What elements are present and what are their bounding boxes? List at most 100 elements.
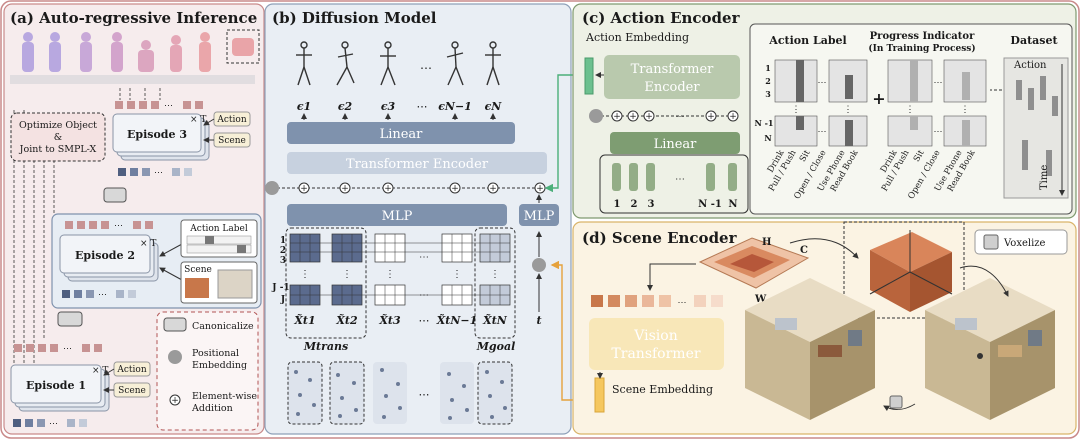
svg-text:⋯: ⋯ (818, 78, 827, 88)
panel-c-title: (c) Action Encoder (582, 9, 741, 27)
episode-2: ⋯ Episode 2 × T ⋯ (59, 221, 183, 300)
dataset-action-label: Action (1013, 60, 1047, 71)
mlp-t-block (519, 204, 559, 226)
action-tokens (612, 163, 737, 191)
token-label-n-1: N -1 (698, 199, 722, 210)
action-label-grid (186, 235, 252, 254)
room-render-right (925, 278, 1055, 420)
svg-text:⋯: ⋯ (818, 127, 827, 137)
svg-text:+: + (629, 112, 637, 122)
noise-point-clouds: ⋯ (287, 361, 513, 425)
action-label-matrix (774, 59, 868, 147)
transformer-encoder-c-line1: Transformer (631, 62, 715, 77)
svg-text:⋮: ⋮ (906, 105, 915, 115)
panel-c: (c) Action Encoder Action Embedding Tran… (572, 3, 1077, 219)
row-label-3: 3 (280, 256, 286, 266)
svg-text:⋮: ⋮ (961, 105, 970, 115)
svg-text:⋯: ⋯ (63, 344, 72, 354)
action-embedding-label: Action Embedding (585, 31, 689, 44)
m-trans-label: Mtrans (303, 340, 348, 353)
svg-text:⋯: ⋯ (419, 290, 429, 301)
x-label-3: X̃t3 (378, 314, 401, 327)
ground-strip (10, 75, 255, 84)
panel-d: (d) Scene Encoder H C W ⋯ Vision Transfo… (572, 221, 1077, 435)
episode-1-times-t: × T (92, 366, 108, 376)
svg-text:+: + (341, 184, 349, 194)
eps-2: ϵ2 (338, 100, 353, 113)
axis-c: C (800, 245, 808, 256)
transformer-encoder-label: Transformer Encoder (346, 157, 489, 172)
action-embedding-token (584, 57, 594, 95)
svg-text:⋯: ⋯ (676, 112, 685, 122)
progress-indicator-matrix (887, 59, 987, 147)
m-goal-label: Mgoal (476, 340, 516, 353)
svg-text:+: + (729, 112, 737, 122)
legend-positional-2: Embedding (192, 360, 247, 371)
svg-text:+: + (451, 184, 459, 194)
vision-transformer-line1: Vision (633, 328, 677, 344)
x-label-ellipsis: ⋯ (419, 314, 430, 327)
episode-2-label: Episode 2 (75, 249, 135, 262)
svg-text:⋯: ⋯ (678, 298, 687, 308)
row-label-2: 2 (280, 246, 286, 256)
svg-text:⋯: ⋯ (114, 221, 123, 231)
vision-transformer-block (589, 318, 724, 370)
episode-3-action-tag: Action (216, 115, 246, 125)
eps-n-1: ϵN−1 (438, 100, 472, 113)
transformer-encoder-block (287, 152, 547, 174)
matrix-row-1: 1 (765, 63, 771, 73)
svg-text:⋮: ⋮ (792, 105, 801, 115)
mlp-label: MLP (382, 209, 413, 224)
svg-text:⋮: ⋮ (452, 269, 462, 280)
matrix-row-n: N (764, 133, 771, 143)
object-zoom-box (226, 29, 260, 64)
linear-block-c (610, 132, 740, 154)
scene-embedding-token (594, 377, 605, 413)
svg-text:⋮: ⋮ (490, 269, 500, 280)
positional-embedding-icon (168, 350, 182, 364)
transformer-encoder-c (604, 55, 740, 99)
progress-header-line2: (In Training Process) (868, 43, 975, 54)
dataset-label: Dataset (1010, 34, 1058, 47)
svg-text:+: + (300, 184, 308, 194)
svg-text:+: + (489, 184, 497, 194)
svg-text:⋯: ⋯ (164, 101, 173, 111)
svg-text:⋮: ⋮ (300, 269, 310, 280)
panel-b-title: (b) Diffusion Model (272, 9, 437, 27)
optimize-note-line2: & (54, 132, 62, 143)
voxel-cube (869, 230, 953, 312)
svg-text:⋯: ⋯ (419, 252, 429, 263)
eps-n: ϵN (485, 100, 503, 113)
row-label-j-1: J -1 (271, 283, 289, 293)
m-trans-group (285, 227, 367, 339)
svg-text:⋯: ⋯ (98, 290, 107, 300)
mlp-t-label: MLP (524, 209, 555, 224)
matrix-row-n-1: N -1 (755, 118, 774, 128)
svg-text:+: + (171, 396, 179, 406)
panel-a: (a) Auto-regressive Inference Optimize O… (3, 3, 265, 435)
legend-element-wise-2: Addition (191, 403, 233, 414)
svg-text:+: + (872, 89, 885, 108)
svg-text:⋯: ⋯ (49, 419, 58, 429)
object-zoom (232, 38, 254, 56)
matrix-row-2: 2 (765, 76, 771, 86)
vertical-arrows-b (301, 113, 496, 120)
voxelize-icon-flow (889, 395, 903, 409)
episode-1-action-tag: Action (116, 365, 146, 375)
legend-canonicalize: Canonicalize (192, 321, 254, 332)
token-label-2: 2 (631, 199, 638, 210)
svg-text:⋯: ⋯ (934, 127, 943, 137)
svg-text:⋯: ⋯ (420, 61, 432, 75)
svg-text:⋮: ⋮ (844, 105, 853, 115)
matrix-row-3: 3 (765, 89, 771, 99)
svg-text:+: + (384, 184, 392, 194)
x-label-n: X̃tN (482, 314, 508, 327)
episode-1-label: Episode 1 (26, 379, 86, 392)
x-label-1: X̃t1 (293, 314, 315, 327)
element-wise-addition-icon (169, 394, 181, 406)
scene-room-thumb (217, 269, 253, 299)
skeleton-figures (296, 41, 501, 86)
dataset-bars (1016, 76, 1058, 176)
scene-embedding-label: Scene Embedding (612, 383, 713, 396)
dataset-strip (1003, 57, 1069, 199)
